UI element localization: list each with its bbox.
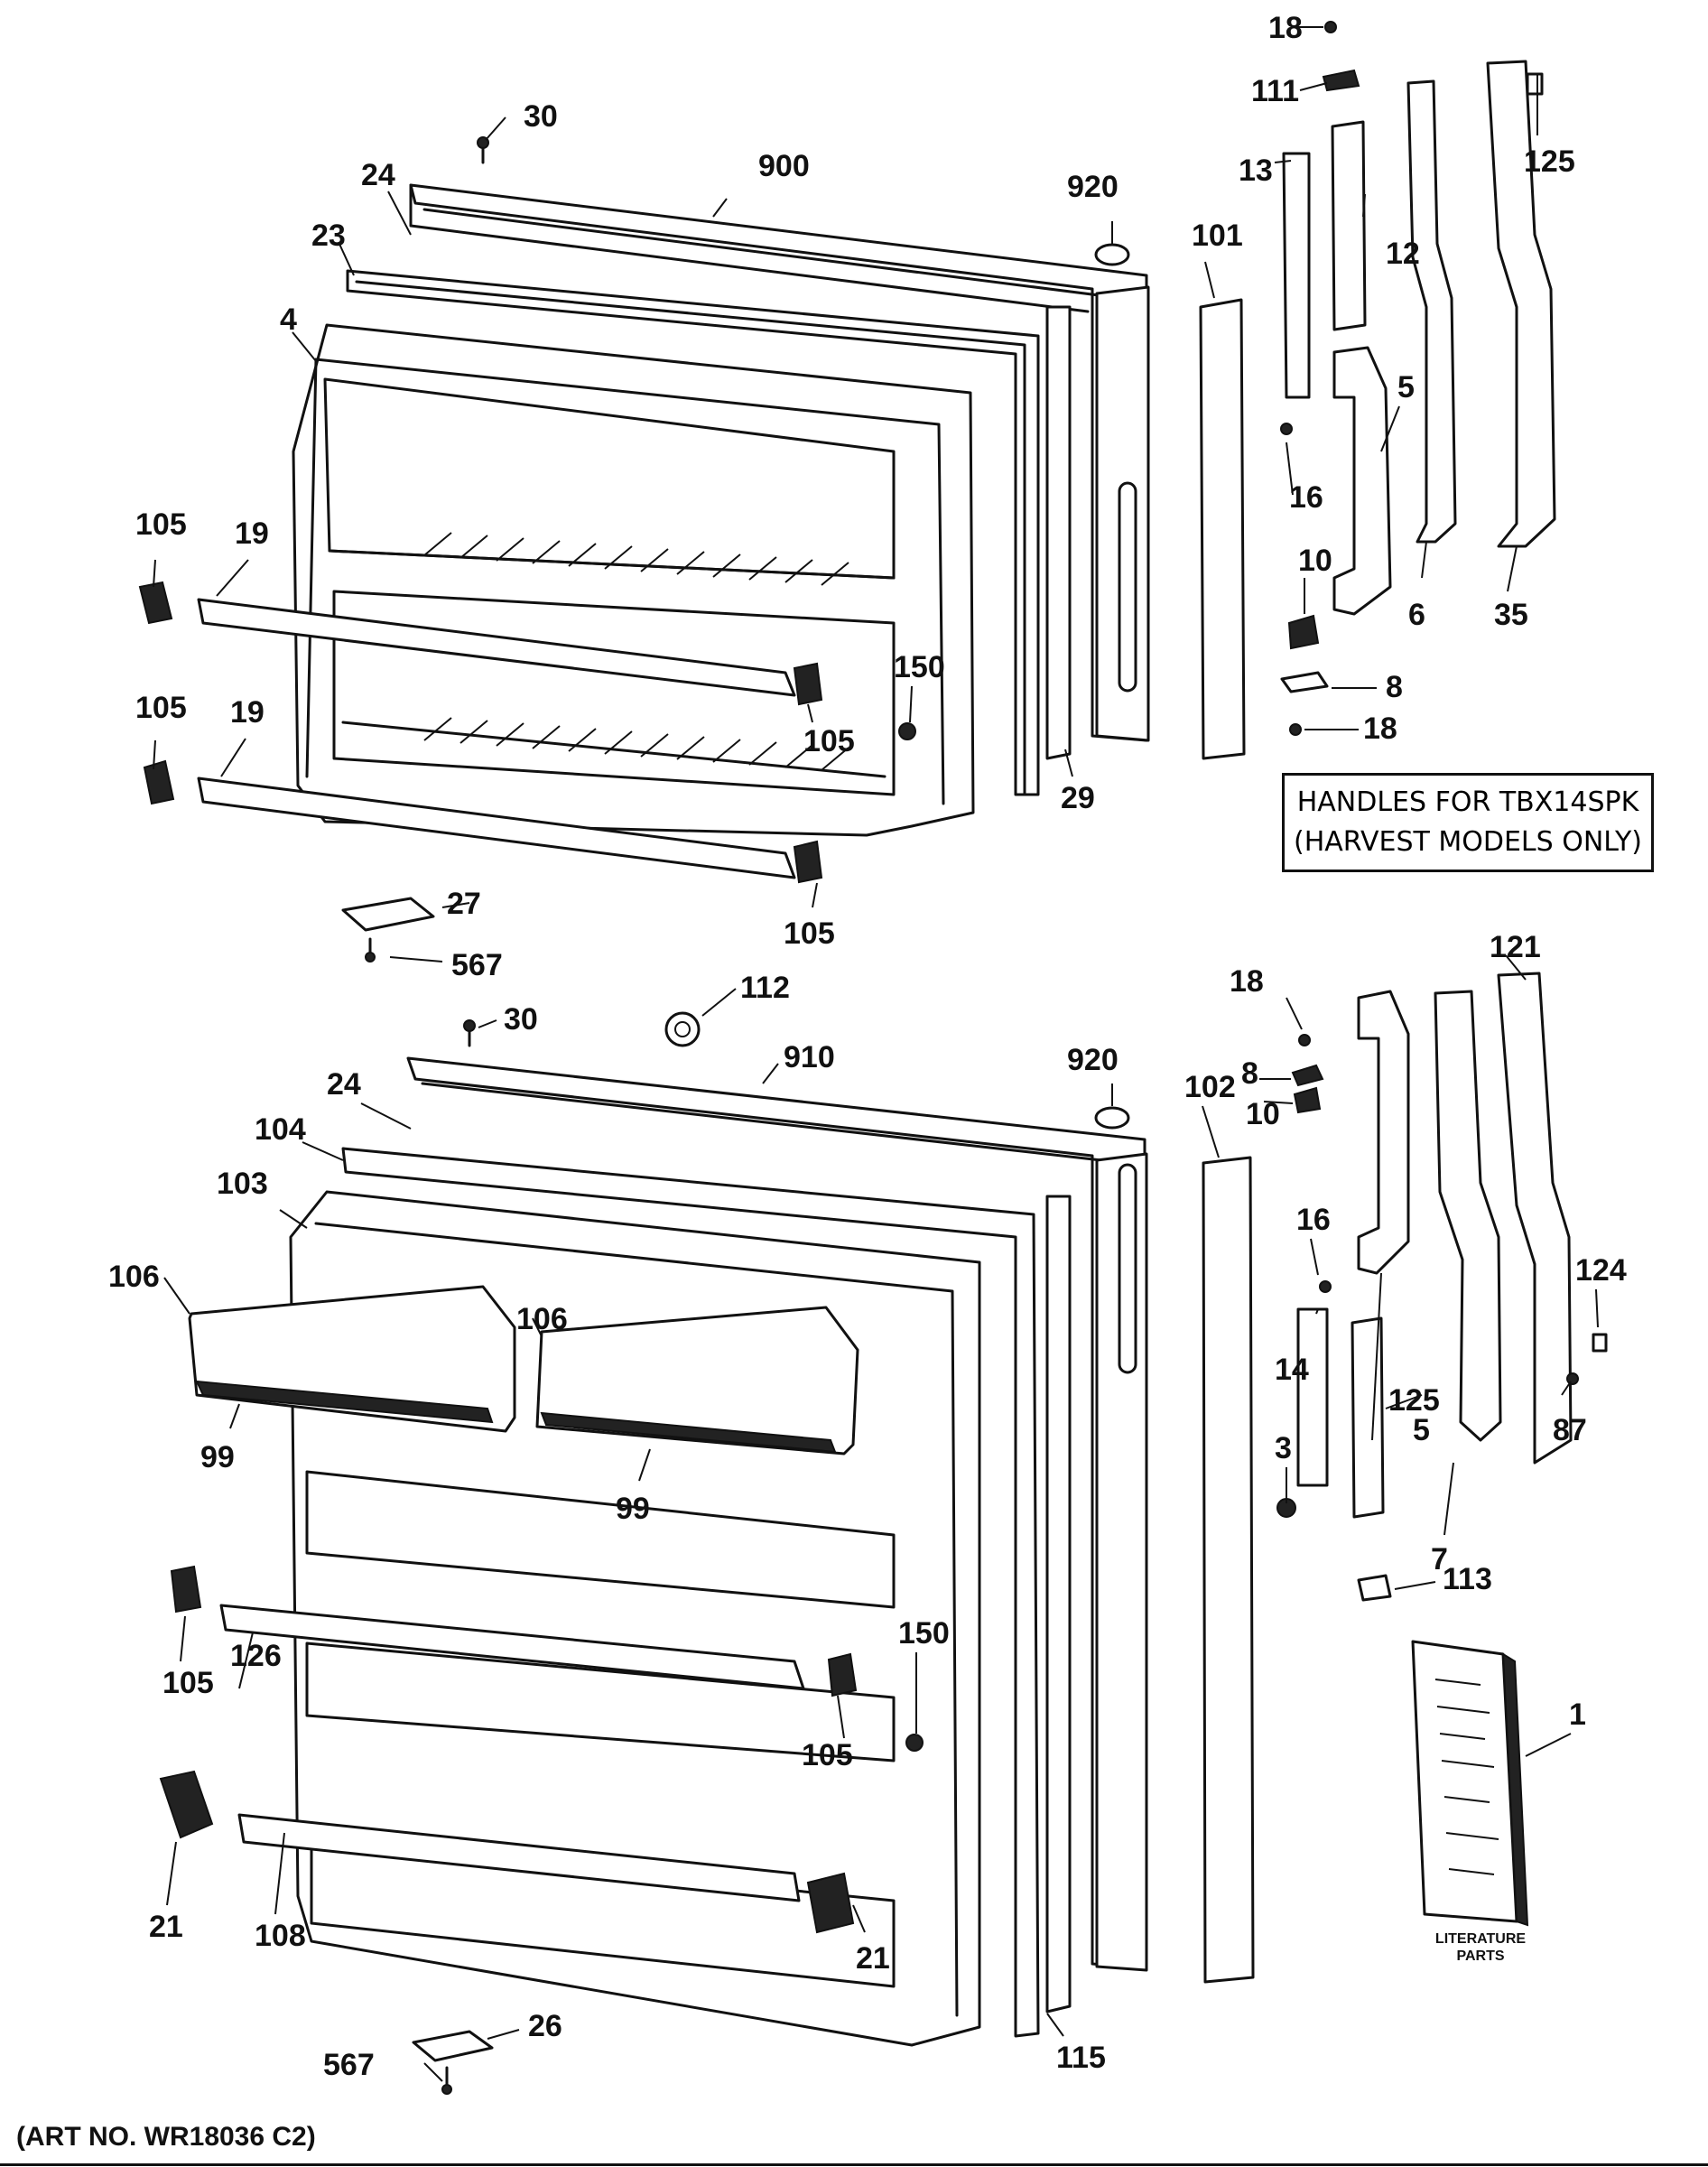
callout-111: 111 <box>1251 74 1299 108</box>
upper-door-assembly <box>138 136 1150 963</box>
callout-105-d: 105 <box>784 916 835 951</box>
callout-101: 101 <box>1192 219 1243 253</box>
callout-99-right: 99 <box>616 1492 650 1526</box>
callout-19-a: 19 <box>235 516 269 551</box>
literature-parts-label: LITERATURE PARTS <box>1408 1930 1553 1965</box>
callout-7: 7 <box>1431 1542 1448 1576</box>
literature-booklet <box>1411 1640 1529 1927</box>
callout-106-right: 106 <box>516 1302 568 1336</box>
callout-30-top: 30 <box>524 99 558 134</box>
art-number: (ART NO. WR18036 C2) <box>16 2122 316 2152</box>
callout-16-lower: 16 <box>1296 1203 1331 1237</box>
callout-102: 102 <box>1184 1070 1236 1104</box>
callout-12: 12 <box>1386 237 1420 271</box>
callout-3: 3 <box>1275 1431 1292 1465</box>
callout-35: 35 <box>1494 598 1528 632</box>
callout-labels-lower: 112 18 121 30 910 920 102 8 10 24 104 10… <box>108 930 1627 2082</box>
callout-150-lower: 150 <box>898 1616 950 1651</box>
callout-112: 112 <box>740 971 790 1005</box>
literature-label-line-2: PARTS <box>1456 1948 1505 1964</box>
callout-4: 4 <box>280 302 297 337</box>
callout-105-lower-b: 105 <box>802 1738 853 1772</box>
callout-14: 14 <box>1275 1353 1309 1387</box>
callout-87: 87 <box>1553 1413 1587 1447</box>
callout-24-top: 24 <box>361 158 395 192</box>
lower-door-assembly <box>159 1011 1148 2095</box>
callout-labels-upper: 18 111 125 13 12 30 900 920 101 24 23 4 … <box>135 11 1575 982</box>
callout-29: 29 <box>1061 781 1095 815</box>
callout-26: 26 <box>528 2009 562 2043</box>
upper-handle-parts <box>1199 21 1556 760</box>
callout-150-top: 150 <box>894 650 945 684</box>
callout-113: 113 <box>1443 1562 1492 1596</box>
callout-920-top: 920 <box>1067 170 1119 204</box>
callout-106-left: 106 <box>108 1260 160 1294</box>
callout-1: 1 <box>1569 1697 1586 1732</box>
callout-103: 103 <box>217 1167 268 1201</box>
handles-note-box: HANDLES FOR TBX14SPK (HARVEST MODELS ONL… <box>1282 773 1654 872</box>
callout-18-top: 18 <box>1268 11 1303 45</box>
callout-125-top: 125 <box>1524 144 1575 179</box>
callout-567-top: 567 <box>451 948 503 982</box>
callout-16-top: 16 <box>1289 480 1323 515</box>
callout-108: 108 <box>255 1919 306 1953</box>
callout-13: 13 <box>1239 153 1273 188</box>
callout-27: 27 <box>447 887 481 921</box>
callout-21-left: 21 <box>149 1910 183 1944</box>
callout-105-c: 105 <box>135 691 187 725</box>
callout-18-lower: 18 <box>1230 964 1264 999</box>
callout-105-lower-a: 105 <box>162 1666 214 1700</box>
callout-21-right: 21 <box>856 1941 890 1976</box>
callout-8-lower: 8 <box>1241 1056 1258 1091</box>
callout-5-top: 5 <box>1397 370 1415 405</box>
callout-900: 900 <box>758 149 810 183</box>
callout-30-lower: 30 <box>504 1002 538 1037</box>
callout-105-a: 105 <box>135 507 187 542</box>
callout-19-b: 19 <box>230 695 265 730</box>
callout-920-lower: 920 <box>1067 1043 1119 1077</box>
callout-10-top: 10 <box>1298 544 1332 578</box>
callout-8-top: 8 <box>1386 670 1403 704</box>
callout-567-lower: 567 <box>323 2048 375 2082</box>
callout-24-lower: 24 <box>327 1067 361 1102</box>
handles-note-line-1: HANDLES FOR TBX14SPK <box>1296 786 1639 818</box>
callout-126: 126 <box>230 1639 282 1673</box>
callout-125-lower: 125 <box>1388 1383 1440 1418</box>
callout-23: 23 <box>311 219 346 253</box>
callout-18-mid: 18 <box>1363 711 1397 746</box>
lower-handle-parts <box>1202 972 1608 1984</box>
callout-10-lower: 10 <box>1246 1097 1280 1131</box>
callout-121: 121 <box>1490 930 1541 964</box>
callout-105-b: 105 <box>803 724 855 758</box>
callout-115: 115 <box>1056 2041 1106 2075</box>
literature-label-line-1: LITERATURE <box>1434 1931 1527 1947</box>
callout-910: 910 <box>784 1040 835 1074</box>
callout-104: 104 <box>255 1112 306 1147</box>
handles-note-line-2: (HARVEST MODELS ONLY) <box>1293 826 1643 858</box>
leader-lines <box>153 26 1599 2082</box>
callout-6: 6 <box>1408 598 1425 632</box>
footer-rule <box>0 2163 1708 2166</box>
callout-99-left: 99 <box>200 1440 235 1474</box>
callout-5-lower: 5 <box>1413 1413 1430 1447</box>
callout-124: 124 <box>1575 1253 1627 1288</box>
